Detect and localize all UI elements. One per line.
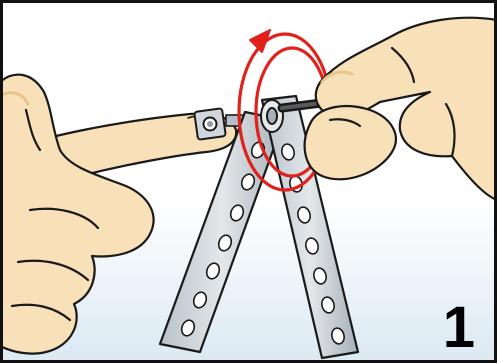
step-number: 1 bbox=[442, 295, 475, 360]
square-nut-icon bbox=[193, 107, 227, 141]
metal-strip-right-icon bbox=[260, 94, 360, 360]
bolt-head-icon bbox=[260, 99, 284, 133]
right-hand-icon bbox=[303, 16, 497, 202]
